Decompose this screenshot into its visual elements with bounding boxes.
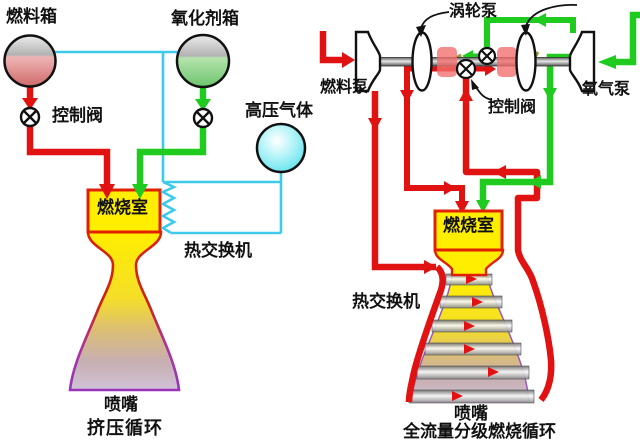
oxidizer-inlet-right (598, 11, 640, 69)
heat-exchanger-coil (160, 180, 178, 235)
oxidizer-line-left (132, 88, 211, 199)
ffsc-cycle-group (319, 4, 640, 404)
cycle-title-left: 挤压循环 (87, 418, 163, 439)
fuel-line-left (22, 86, 115, 199)
oxygen-pump-label: 氧气泵 (582, 79, 631, 98)
control-valve-oxidizer (192, 107, 214, 129)
preburner-left (437, 47, 457, 77)
nozzle-bell (68, 230, 181, 392)
turbine-right (515, 31, 537, 92)
combustion-chamber-label-right: 燃烧室 (443, 216, 494, 236)
control-valve-label-right: 控制阀 (488, 97, 537, 116)
high-pressure-gas-sphere (255, 122, 307, 174)
control-valve-fuel (19, 106, 41, 128)
nozzle-label-left: 喷嘴 (104, 395, 138, 415)
high-pressure-gas-label: 高压气体 (245, 101, 313, 121)
control-valve-lower (455, 58, 477, 80)
combustion-chamber (86, 188, 162, 234)
fuel-main-line (368, 91, 446, 403)
oxidizer-tank-label: 氧化剂箱 (171, 9, 239, 29)
oxygen-pump (568, 30, 596, 93)
combustion-chamber-right (433, 209, 504, 252)
control-valve-label-left: 控制阀 (52, 106, 103, 126)
combustion-chamber-label-left: 燃烧室 (97, 198, 148, 218)
oxidizer-main-line (476, 53, 570, 213)
fuel-tank (3, 34, 57, 88)
cycle-title-right: 全流量分级燃烧循环 (403, 422, 556, 442)
heat-exchanger-label-left: 热交换机 (184, 241, 252, 261)
fuel-tank-label: 燃料箱 (6, 7, 57, 27)
nozzle-bell-right (410, 274, 530, 403)
nozzle-label-right: 喷嘴 (454, 404, 488, 424)
preburner-right (497, 47, 517, 77)
turbopump-pointer-heads (416, 24, 530, 90)
fuel-pump-label: 燃料泵 (320, 77, 369, 96)
control-valve-upper (477, 46, 497, 66)
turbine-left (411, 31, 433, 92)
pressurant-lines (55, 50, 283, 235)
chamber-converging-section (433, 248, 505, 277)
turbopump-label: 涡轮泵 (449, 1, 498, 20)
fuel-pump (354, 30, 382, 93)
oxidizer-tank (175, 33, 231, 89)
regen-return-line (459, 78, 555, 403)
fuel-inlet-right (319, 31, 355, 68)
heat-exchanger-label-right: 热交换机 (352, 292, 420, 312)
turbine-exhaust-line (400, 66, 469, 214)
pressure-fed-cycle-group (3, 33, 307, 392)
